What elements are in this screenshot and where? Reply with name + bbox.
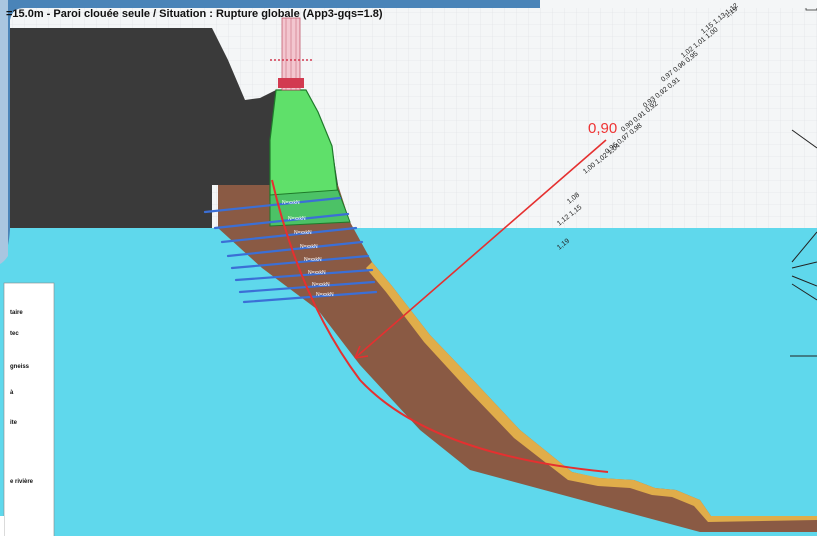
anchor-label: N=xxkN [288,216,306,222]
anchor-label: N=xxkN [294,230,312,236]
nail-8 [242,290,378,304]
anchor-label: N=xxkN [316,292,334,298]
tower-base [278,78,304,88]
slip-circle [271,179,609,473]
anchor-label: N=xxkN [304,257,322,263]
nail-5 [230,254,370,270]
nail-1 [203,196,342,214]
frame-decoration-light [0,0,8,264]
nail-6 [234,268,374,282]
side-figure [790,129,817,357]
legend-item: tec [10,331,19,337]
retaining-wall [269,89,339,201]
anchor-label: N=xxkN [308,270,326,276]
soil-nails [203,196,378,304]
legend-box [3,282,55,542]
rock-mass [0,28,338,228]
anchor-label: N=xxkN [312,282,330,288]
anchor-label: N=xxkN [282,200,300,206]
legend-item: à [10,390,14,396]
slip-radius [354,139,607,359]
legend-item: taire [10,310,23,316]
slip-radius-arrow [354,345,369,359]
nail-4 [226,240,364,258]
nail-3 [220,226,358,244]
min-safety-factor: 0,90 [588,120,618,137]
soil-mass [218,185,817,532]
frame-top-right [540,0,817,8]
legend-item: gneiss [10,364,30,370]
nail-2 [213,212,350,230]
legend-item: e rivière [10,479,34,485]
diagram-title: =15.0m - Paroi clouée seule / Situation … [6,8,383,20]
anchor-label: N=xxkN [300,244,318,250]
legend-item: ite [10,420,18,426]
